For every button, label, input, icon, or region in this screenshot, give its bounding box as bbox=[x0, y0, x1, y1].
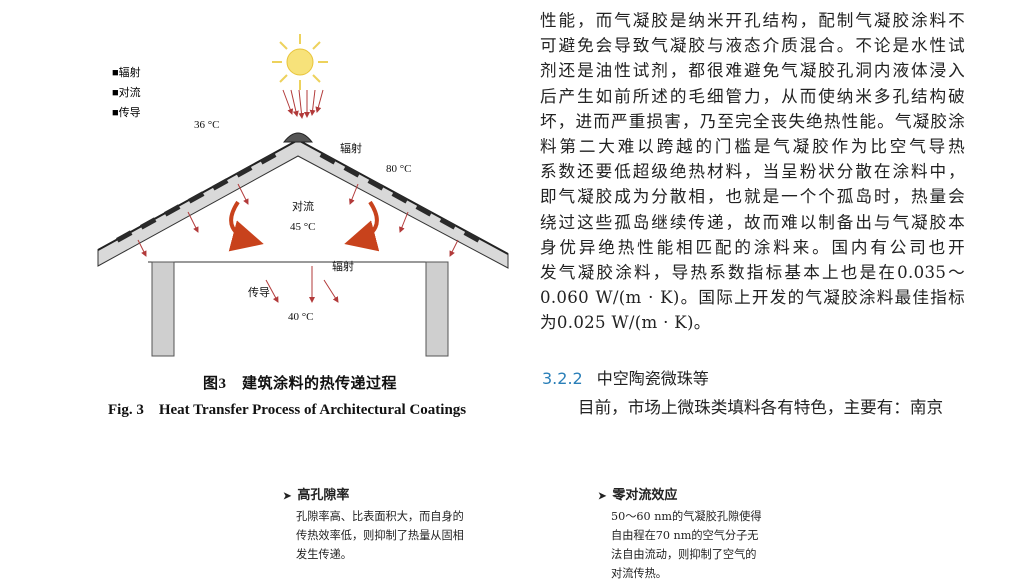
text-line: 可避免会导致气凝胶与液态介质混合。不论是水性试 bbox=[540, 36, 965, 56]
feature-zero-convection: ➤ 零对流效应 50～60 nm的气凝胶孔隙使得 自由程在70 nm的空气分子无 … bbox=[598, 484, 808, 583]
feature-title: 零对流效应 bbox=[612, 488, 678, 503]
temp-label: 36 °C bbox=[194, 119, 220, 131]
temp-label: 40 °C bbox=[288, 311, 314, 323]
text-line: 绕过这些孤岛继续传递，故而难以制备出与气凝胶本 bbox=[540, 212, 965, 232]
roof-diagram: ■辐射 ■对流 ■传导 36 °C 辐射 80 °C 对流 45 °C 辐射 传… bbox=[97, 34, 509, 357]
convection-arrow-left bbox=[228, 200, 264, 252]
convection-label: 对流 bbox=[292, 199, 314, 213]
text-line: 坏，进而严重损害，乃至完全丧失绝热性能。气凝胶涂 bbox=[540, 111, 965, 131]
section-number: 3.2.2 bbox=[542, 369, 583, 388]
text-line: 剂还是油性试剂，都很难避免气凝胶孔洞内液体浸入 bbox=[540, 61, 965, 81]
svg-text:■传导: ■传导 bbox=[112, 106, 141, 119]
convection-arrow-right bbox=[344, 200, 380, 252]
sun-icon bbox=[272, 34, 328, 90]
arrow-icon: ➤ bbox=[598, 491, 607, 502]
temp-label: 45 °C bbox=[290, 221, 316, 233]
conduction-label: 传导 bbox=[248, 286, 270, 299]
figure-caption-en: Fig. 3 Heat Transfer Process of Architec… bbox=[108, 402, 467, 418]
text-line: 目前，市场上微珠类填料各有特色，主要有：南京 bbox=[578, 398, 944, 417]
text-line: 即气凝胶成为分散相，也就是一个个孤岛时，热量会 bbox=[540, 187, 965, 207]
svg-text:■辐射: ■辐射 bbox=[112, 65, 141, 79]
text-line: 性能，而气凝胶是纳米开孔结构，配制气凝胶涂料不 bbox=[540, 11, 965, 30]
svg-text:■对流: ■对流 bbox=[112, 85, 141, 99]
text-line: 0.060 W/(m · K)。国际上开发的气凝胶涂料最佳指标 bbox=[540, 288, 965, 308]
heat-transfer-figure: ■辐射 ■对流 ■传导 36 °C 辐射 80 °C 对流 45 °C 辐射 传… bbox=[88, 22, 518, 362]
text-line: 身优异绝热性能相匹配的涂料来。国内有公司也开 bbox=[540, 237, 965, 257]
feature-high-porosity: ➤ 高孔隙率 孔隙率高、比表面积大，而自身的 传热效率低，则抑制了热量从固相 发生… bbox=[283, 484, 513, 564]
text-line: 为0.025 W/(m · K)。 bbox=[540, 313, 711, 333]
feature-description: 孔隙率高、比表面积大，而自身的 传热效率低，则抑制了热量从固相 发生传递。 bbox=[296, 510, 464, 561]
text-line: 系数还要低超级绝热材料，当呈粉状分散在涂料中， bbox=[540, 162, 965, 182]
roof-structure bbox=[97, 132, 509, 357]
section-title: 中空陶瓷微珠等 bbox=[596, 369, 709, 388]
feature-description: 50～60 nm的气凝胶孔隙使得 自由程在70 nm的空气分子无 法自由流动，则… bbox=[611, 510, 762, 580]
temp-label: 80 °C bbox=[386, 163, 412, 175]
radiation-label: 辐射 bbox=[340, 141, 362, 155]
text-line: 后产生如前所述的毛细管力，从而使纳米多孔结构破 bbox=[540, 86, 965, 106]
text-line: 料第二大难以跨越的门槛是气凝胶作为比空气导热 bbox=[540, 137, 965, 157]
body-text: 性能，而气凝胶是纳米开孔结构，配制气凝胶涂料不 可避免会导致气凝胶与液态介质混合… bbox=[540, 8, 965, 336]
radiation-label: 辐射 bbox=[332, 259, 354, 273]
text-line: 发气凝胶涂料，导热系数指标基本上也是在0.035～ bbox=[540, 263, 965, 283]
feature-title: 高孔隙率 bbox=[297, 488, 350, 503]
figure-legend: ■辐射 ■对流 ■传导 bbox=[112, 65, 141, 119]
section-heading: 3.2.2 中空陶瓷微珠等 bbox=[542, 365, 709, 389]
arrow-icon: ➤ bbox=[283, 491, 292, 502]
figure-caption-cn: 图3 建筑涂料的热传递过程 bbox=[203, 376, 398, 392]
